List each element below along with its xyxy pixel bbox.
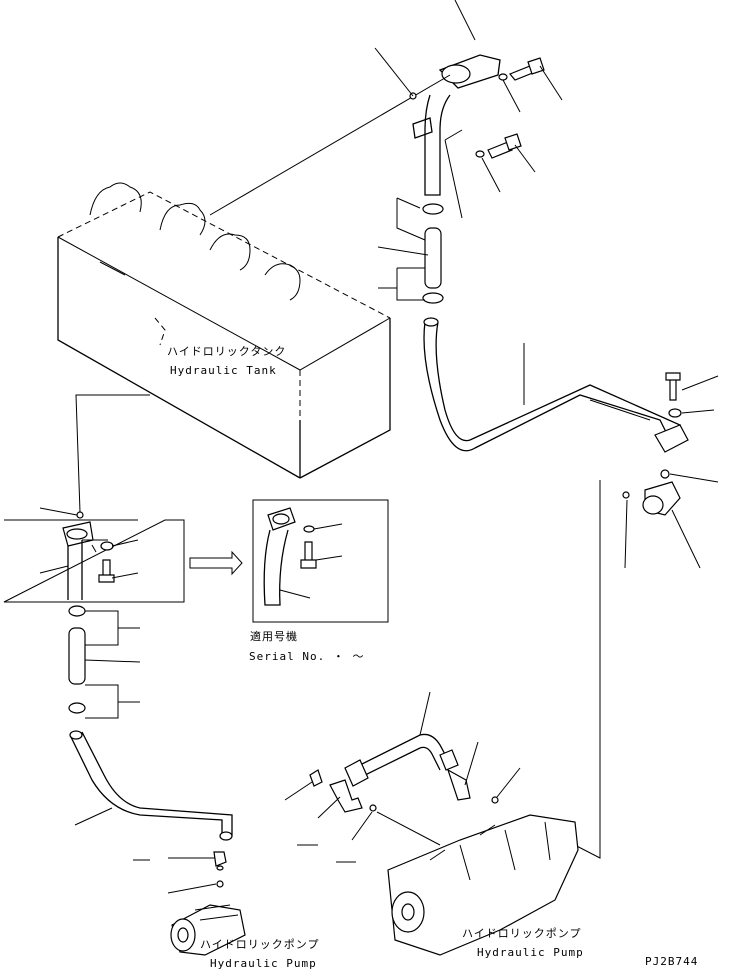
bolt-upper-right (444, 57, 563, 219)
suction-pipe-left (69, 730, 233, 841)
serial-detail-box (252, 499, 389, 623)
serial-label-jp: 適用号機 (250, 629, 298, 643)
hydraulic-pump-left (170, 904, 246, 956)
hose-clamp-assembly-upper (377, 197, 444, 304)
pump-left-label: ハイドロリックポンプ Hydraulic Pump (200, 938, 319, 969)
pump-left-label-en: Hydraulic Pump (210, 957, 317, 969)
delivery-hose (344, 691, 479, 801)
suction-pipe-upper (209, 0, 501, 216)
elbow-fitting-left (133, 851, 227, 894)
suction-pipe-right (423, 317, 689, 453)
tank-label-jp: ハイドロリックタンク (167, 345, 286, 358)
hydraulic-pump-right (387, 814, 579, 956)
pump-right-label-jp: ハイドロリックポンプ (462, 927, 581, 940)
left-detail-box (3, 394, 185, 603)
pump-right-label-en: Hydraulic Pump (477, 946, 584, 959)
fittings-right (284, 767, 521, 863)
tank-label: ハイドロリックタンク Hydraulic Tank (167, 345, 286, 377)
tank-label-en: Hydraulic Tank (170, 364, 277, 377)
hydraulic-tank (57, 182, 391, 479)
direction-arrow (189, 550, 243, 576)
hose-clamp-assembly-left (68, 605, 141, 719)
pump-left-label-jp: ハイドロリックポンプ (200, 938, 319, 951)
serial-label: 適用号機 Serial No. ・ ～ (249, 629, 364, 663)
flange-bolts-right (564, 372, 719, 859)
serial-label-en: Serial No. ・ ～ (249, 650, 364, 663)
pump-right-label: ハイドロリックポンプ Hydraulic Pump (462, 927, 584, 959)
drawing-code: PJ2B744 (645, 955, 698, 968)
